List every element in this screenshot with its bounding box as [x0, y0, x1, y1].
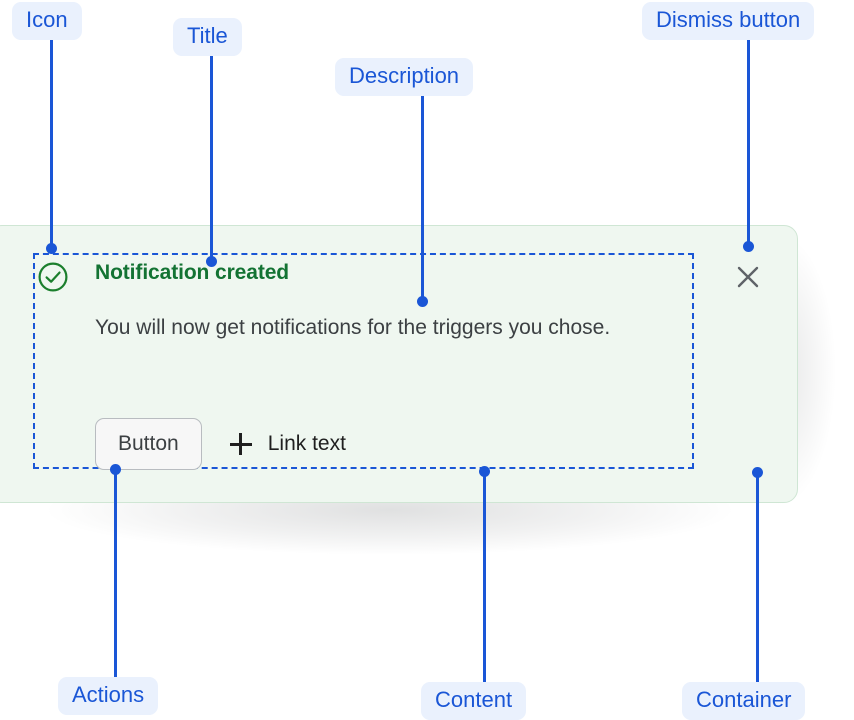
annotation-dot-content: [479, 466, 490, 477]
annotation-dot-icon: [46, 243, 57, 254]
action-link-label: Link text: [267, 432, 346, 455]
annotation-dot-actions: [110, 464, 121, 475]
annotation-badge-dismiss: Dismiss button: [642, 2, 815, 40]
dismiss-button[interactable]: [734, 263, 762, 291]
annotation-line-dismiss: [747, 40, 750, 246]
annotation-badge-content: Content: [421, 682, 527, 720]
notification-content-boundary: [33, 253, 694, 469]
annotation-badge-actions: Actions: [58, 677, 159, 715]
annotation-line-title: [210, 56, 213, 261]
action-button[interactable]: Button: [95, 418, 202, 470]
plus-icon: [229, 433, 252, 455]
annotation-dot-container: [752, 467, 763, 478]
annotation-line-description: [421, 96, 424, 300]
annotation-dot-title: [206, 256, 217, 267]
notification-title: Notification created: [95, 261, 290, 284]
annotation-badge-container: Container: [682, 682, 806, 720]
annotation-dot-description: [417, 296, 428, 307]
annotation-dot-dismiss: [743, 241, 754, 252]
annotation-line-content: [483, 476, 486, 682]
check-circle-icon: [37, 261, 69, 293]
notification-description: You will now get notifications for the t…: [95, 316, 611, 339]
action-link[interactable]: Link text: [229, 432, 346, 456]
annotation-badge-title: Title: [173, 18, 242, 56]
annotation-line-icon: [50, 40, 53, 248]
annotation-line-container: [756, 477, 759, 682]
annotation-line-actions: [114, 473, 117, 677]
annotation-badge-description: Description: [335, 58, 474, 96]
annotation-badge-icon: Icon: [12, 2, 82, 40]
notification-actions: Button Link text: [95, 418, 346, 470]
